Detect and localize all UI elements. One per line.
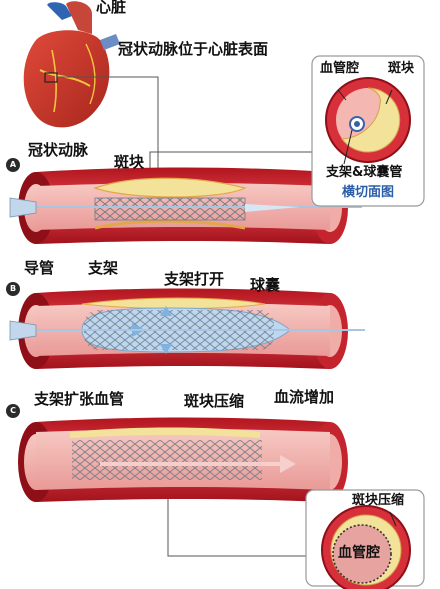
vessel-c — [18, 417, 348, 502]
vessel-a — [9, 167, 362, 244]
cross-section-plaque — [341, 87, 401, 153]
label-balloon: 球囊 — [250, 276, 281, 294]
label-plaque-a: 斑块 — [114, 153, 145, 171]
plaque-a — [93, 177, 247, 198]
label-cs-lumen-bottom: 血管腔 — [338, 545, 380, 561]
cross-section-lumen-open — [332, 524, 392, 584]
label-stent-open: 支架打开 — [164, 270, 225, 288]
label-cs-plaque: 斑块 — [388, 61, 415, 76]
vessel-b — [9, 288, 365, 369]
connector-line — [57, 76, 159, 180]
step-marker-c: C — [6, 404, 20, 418]
heart-illustration — [23, 1, 120, 128]
stent-a — [94, 197, 246, 221]
cross-section-top — [311, 55, 425, 207]
label-cs-lumen: 血管腔 — [320, 61, 360, 76]
step-marker-b: B — [6, 282, 20, 296]
label-stent-dilates: 支架扩张血管 — [34, 390, 125, 408]
label-plaque-compressed: 斑块压缩 — [184, 392, 245, 410]
label-cs-caption: 横切面图 — [342, 185, 395, 200]
stent-c — [72, 440, 262, 480]
label-catheter: 导管 — [24, 259, 55, 277]
label-stent-a: 支架 — [88, 259, 119, 277]
label-coronary-artery: 冠状动脉 — [28, 141, 89, 159]
label-coronary-on-surface: 冠状动脉位于心脏表面 — [118, 40, 269, 58]
step-marker-a: A — [6, 158, 20, 172]
label-heart: 心脏 — [96, 0, 127, 16]
cross-section-bottom — [305, 489, 425, 589]
label-cs-plaque-compressed: 斑块压缩 — [352, 493, 405, 508]
blood-flow-arrow — [100, 455, 296, 473]
label-blood-flow-increase: 血流增加 — [274, 388, 335, 406]
connector-line — [149, 151, 312, 168]
label-cs-stent-balloon: 支架&球囊管 — [326, 165, 403, 180]
